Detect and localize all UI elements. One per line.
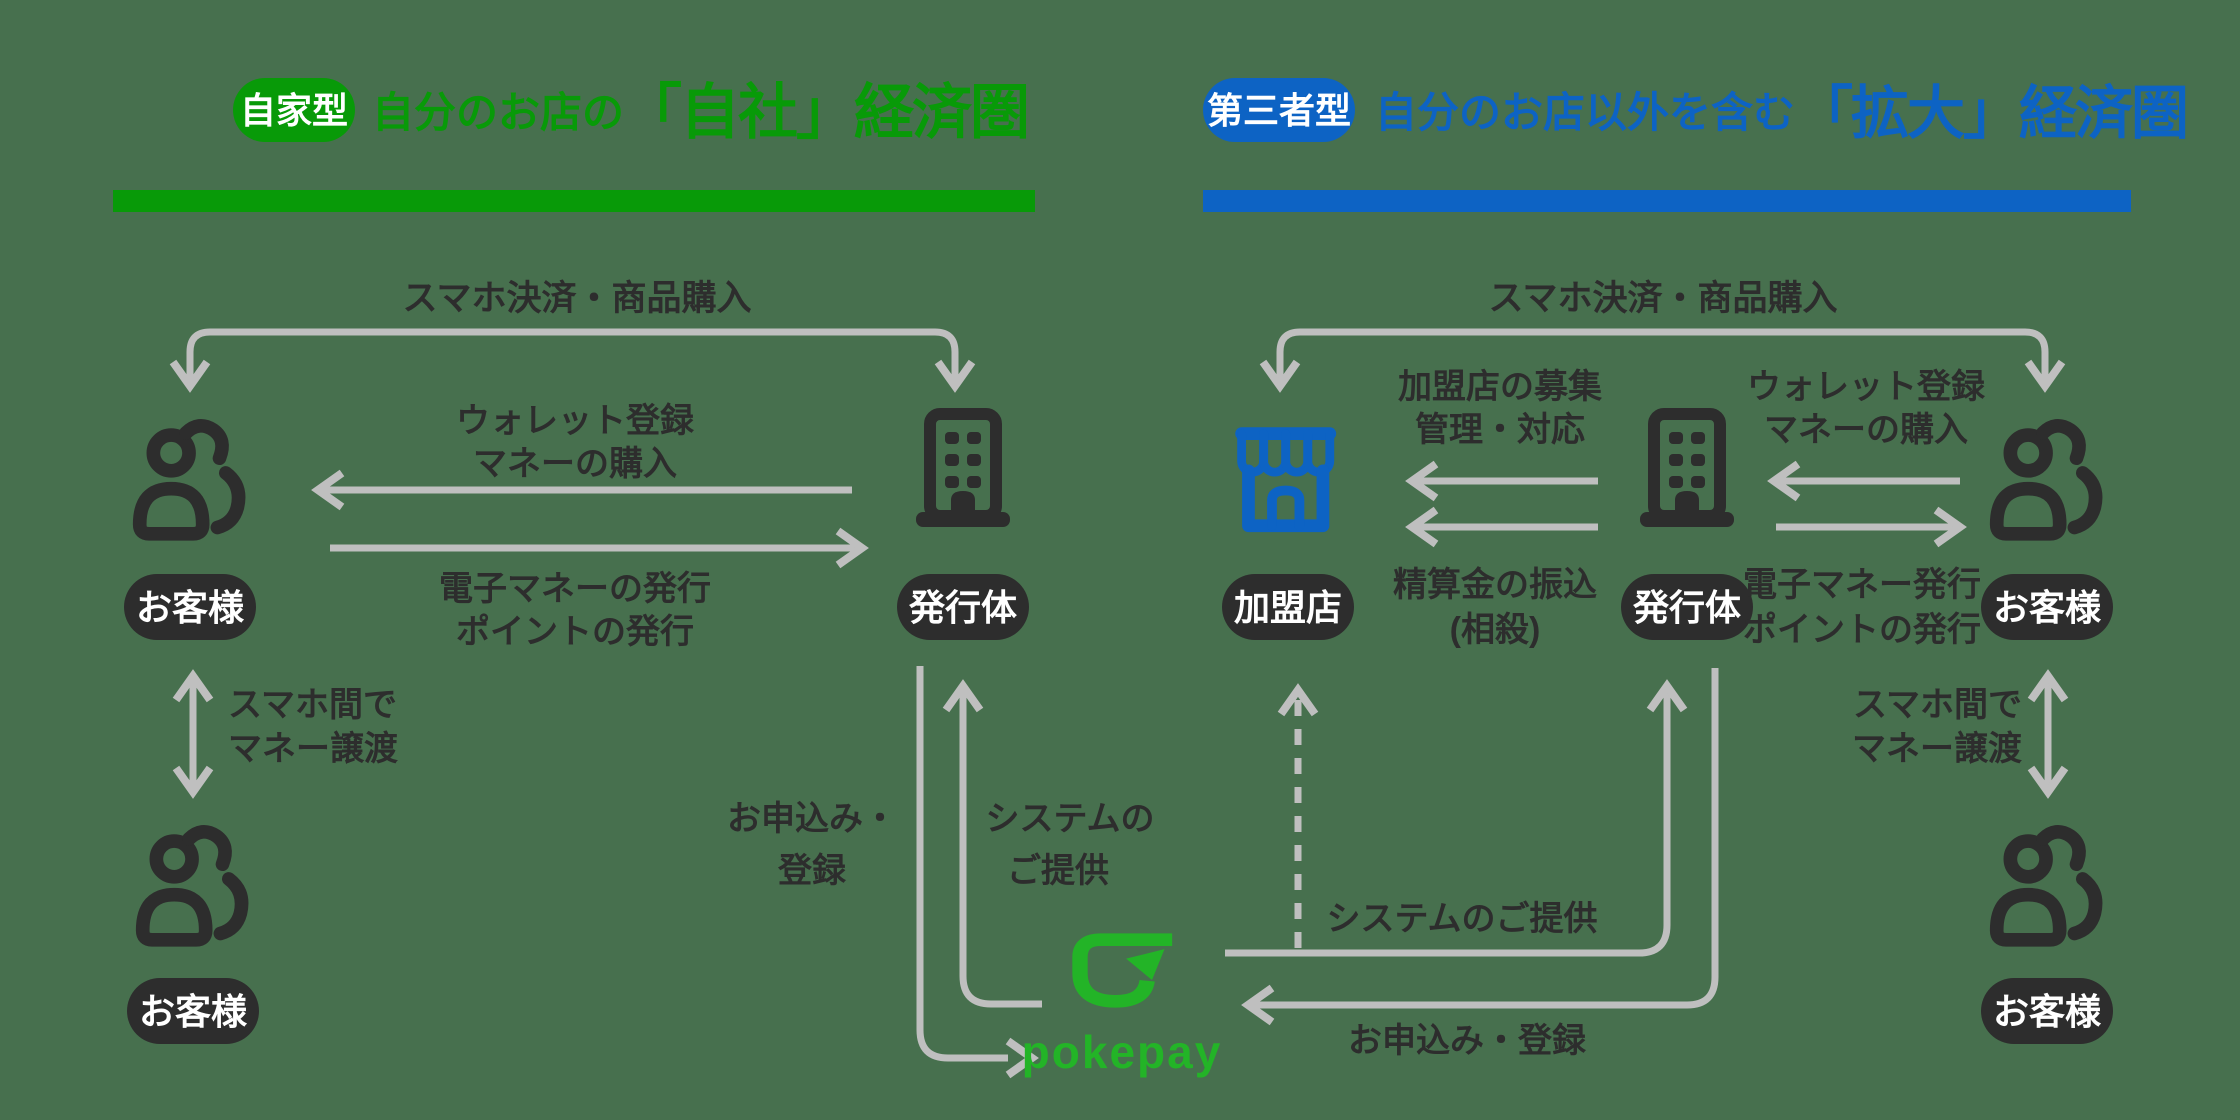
transfer-flow-label-2: マネー譲渡 — [228, 730, 398, 768]
customer2-pill — [1981, 978, 2113, 1044]
merchant-store-icon — [1242, 434, 1330, 526]
left-type-badge — [233, 78, 355, 142]
recruit-flow-label-1: 加盟店の募集 — [1398, 368, 1602, 406]
issuer-building-icon — [916, 414, 1010, 527]
emoney-flow-label-2: ポイントの発行 — [1743, 610, 1981, 649]
arrow-up-icon — [1277, 683, 1319, 717]
transfer-flow-label-1: スマホ間で — [1853, 686, 2022, 724]
customer-pill-label: お客様 — [1993, 587, 2102, 628]
customer2-pill — [127, 978, 259, 1044]
arrow-right-icon — [1933, 506, 1967, 548]
pokepay-wordmark: pokepay — [1022, 1026, 1223, 1078]
issuer-pill — [897, 574, 1029, 640]
left-title-small: 自分のお店の — [372, 89, 624, 136]
system-flow-label-1: システムの — [986, 800, 1155, 838]
arrow-left-icon — [1241, 984, 1275, 1026]
arrow-down-icon — [934, 359, 976, 393]
apply-flow-label: お申込み・登録 — [1348, 1021, 1587, 1060]
left-header: 自家型 自分のお店の 「自社」経済圏 — [113, 78, 1035, 212]
customer-pill — [124, 574, 256, 640]
arrow-left-icon — [1405, 460, 1439, 502]
right-top-flow-label: スマホ決済・商品購入 — [1489, 279, 1838, 318]
right-header: 第三者型 自分のお店以外を含む 「拡大」経済圏 — [1203, 78, 2189, 212]
apply-flow-label-1: お申込み・ — [727, 800, 897, 838]
wallet-flow-label-1: ウォレット登録 — [456, 401, 695, 440]
issuer-pill — [1621, 574, 1753, 640]
arrow-left-icon — [311, 469, 345, 511]
settle-flow-label-1: 精算金の振込 — [1393, 565, 1597, 604]
left-underline-bar — [113, 190, 1035, 212]
arrow-up-icon — [1646, 679, 1688, 713]
merchant-pill-label: 加盟店 — [1234, 587, 1342, 628]
left-top-arc-line — [186, 328, 959, 380]
system-flow-label-2: ご提供 — [1007, 852, 1109, 890]
arrow-down-icon — [169, 359, 211, 393]
apply-flow-label-2: 登録 — [777, 851, 847, 890]
right-diagram: スマホ決済・商品購入 加盟店 発行体 お客様 加盟店の募集 管理・対応 精算金の… — [1222, 279, 2113, 1060]
issuer-pill-label: 発行体 — [1633, 587, 1741, 628]
settle-flow-label-2: (相殺) — [1450, 611, 1541, 649]
customer-people-icon — [140, 426, 239, 534]
issue-flow-label-1: 電子マネーの発行 — [439, 570, 711, 608]
pokepay-mark-icon — [1072, 933, 1173, 1008]
left-top-flow-label: スマホ決済・商品購入 — [403, 279, 752, 318]
recruit-flow-label-2: 管理・対応 — [1415, 411, 1585, 449]
transfer-flow-label-1: スマホ間で — [228, 686, 397, 724]
customer-pill-label: お客様 — [136, 587, 245, 628]
emoney-flow-label-1: 電子マネー発行 — [1743, 566, 1981, 604]
right-top-arc-line — [1276, 328, 2049, 380]
system-flow-line — [959, 688, 1042, 1008]
customer2-pill-label: お客様 — [139, 991, 248, 1032]
wallet-flow-label-2: マネーの購入 — [473, 445, 677, 483]
arrow-down-icon — [2024, 359, 2066, 393]
left-type-badge-label: 自家型 — [240, 90, 348, 131]
arrow-down-icon — [1259, 359, 1301, 393]
arrow-down-icon — [172, 765, 214, 799]
wallet-flow-label-1: ウォレット登録 — [1747, 367, 1986, 406]
right-underline-bar — [1203, 190, 2131, 212]
transfer-flow-label-2: マネー譲渡 — [1852, 730, 2022, 768]
issuer-pill-label: 発行体 — [909, 587, 1017, 628]
arrow-up-icon — [2027, 669, 2069, 703]
merchant-pill — [1222, 574, 1354, 640]
arrow-up-icon — [172, 669, 214, 703]
customer2-pill-label: お客様 — [1993, 991, 2102, 1032]
arrow-left-icon — [1405, 506, 1439, 548]
wallet-flow-label-2: マネーの購入 — [1764, 411, 1968, 449]
customer-pill — [1981, 574, 2113, 640]
arrow-down-icon — [2027, 765, 2069, 799]
arrow-right-icon — [835, 527, 869, 569]
left-diagram: スマホ決済・商品購入 お客様 発行体 ウォレット登録 マネーの購入 電子マネーの… — [124, 279, 1155, 1079]
arrow-left-icon — [1767, 460, 1801, 502]
apply-flow-line — [1250, 668, 1719, 1009]
right-title-small: 自分のお店以外を含む — [1375, 89, 1795, 136]
customer-people-icon — [1997, 426, 2096, 534]
right-type-badge-label: 第三者型 — [1207, 90, 1351, 131]
left-title-large: 「自社」経済圏 — [622, 79, 1028, 146]
system-flow-label: システムのご提供 — [1327, 900, 1598, 938]
apply-flow-line — [916, 666, 1008, 1062]
right-title-large: 「拡大」経済圏 — [1795, 81, 2187, 146]
right-type-badge — [1203, 78, 1355, 142]
customer2-people-icon — [143, 832, 242, 940]
system-flow-line — [1225, 688, 1671, 957]
customer2-people-icon — [1997, 832, 2096, 940]
pokepay-logo: pokepay — [1022, 933, 1223, 1078]
issue-flow-label-2: ポイントの発行 — [456, 612, 694, 651]
arrow-right-icon — [1005, 1037, 1039, 1079]
issuer-building-icon — [1640, 414, 1734, 527]
arrow-up-icon — [942, 679, 984, 713]
